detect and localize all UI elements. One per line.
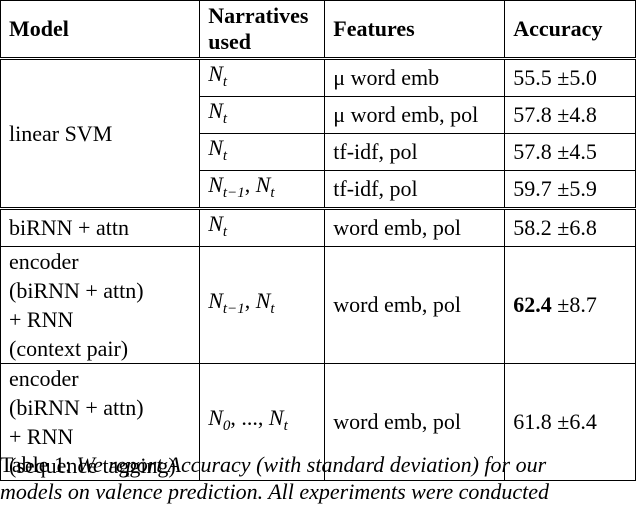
caption-text-line1: We report Accuracy (with standard deviat… xyxy=(76,452,547,477)
header-model: Model xyxy=(0,0,201,60)
accuracy-cell: 58.2 ±6.8 xyxy=(504,207,636,247)
header-narratives: Narratives used xyxy=(199,0,326,60)
table-row: biRNN + attn Nt word emb, pol 58.2 ±6.8 xyxy=(0,207,636,247)
narratives-cell: Nt xyxy=(199,207,326,247)
table-row: encoder (biRNN + attn) + RNN (sequence t… xyxy=(0,363,636,481)
narratives-cell: Nt−1, Nt xyxy=(199,246,326,364)
accuracy-cell: 59.7 ±5.9 xyxy=(504,170,636,209)
header-features: Features xyxy=(324,0,506,60)
accuracy-cell: 61.8 ±6.4 xyxy=(504,363,636,481)
accuracy-cell: 62.4 ±8.7 xyxy=(504,246,636,364)
features-cell: μ word emb, pol xyxy=(324,96,506,134)
narratives-cell: Nt xyxy=(199,96,326,134)
model-birnn-attn: biRNN + attn xyxy=(0,207,201,247)
accuracy-cell: 57.8 ±4.8 xyxy=(504,96,636,134)
model-encoder-context-pair: encoder (biRNN + attn) + RNN (context pa… xyxy=(0,246,201,364)
features-cell: tf-idf, pol xyxy=(324,170,506,209)
features-cell: tf-idf, pol xyxy=(324,133,506,171)
features-cell: word emb, pol xyxy=(324,246,506,364)
header-accuracy: Accuracy xyxy=(504,0,636,60)
model-linear-svm: linear SVM xyxy=(0,58,201,209)
header-narratives-line2: used xyxy=(208,29,252,54)
table-row: Nt−1, Nt tf-idf, pol 59.7 ±5.9 xyxy=(1,170,636,209)
features-cell: μ word emb xyxy=(324,58,506,97)
narratives-cell: Nt xyxy=(199,58,326,97)
caption-label: Table 1: xyxy=(0,452,77,477)
table-row: Nt μ word emb, pol 57.8 ±4.8 xyxy=(1,96,636,134)
narratives-cell: N0, ..., Nt xyxy=(199,363,326,481)
narratives-cell: Nt xyxy=(199,133,326,171)
header-narratives-line1: Narratives xyxy=(208,3,309,28)
narratives-cell: Nt−1, Nt xyxy=(199,170,326,209)
best-accuracy: 62.4 xyxy=(513,292,552,317)
accuracy-cell: 57.8 ±4.5 xyxy=(504,133,636,171)
accuracy-cell: 55.5 ±5.0 xyxy=(504,58,636,97)
table-caption: Table 1: We report Accuracy (with standa… xyxy=(0,451,640,505)
features-cell: word emb, pol xyxy=(324,363,506,481)
table-header-row: Model Narratives used Features Accuracy xyxy=(0,0,636,60)
model-encoder-sequence-tagging: encoder (biRNN + attn) + RNN (sequence t… xyxy=(0,363,201,481)
table-row: encoder (biRNN + attn) + RNN (context pa… xyxy=(0,246,636,364)
table-row: linear SVM Nt μ word emb 55.5 ±5.0 xyxy=(0,58,636,209)
features-cell: word emb, pol xyxy=(324,207,506,247)
results-table: Model Narratives used Features Accuracy … xyxy=(0,0,636,481)
caption-text-line2: models on valence prediction. All experi… xyxy=(0,479,550,504)
